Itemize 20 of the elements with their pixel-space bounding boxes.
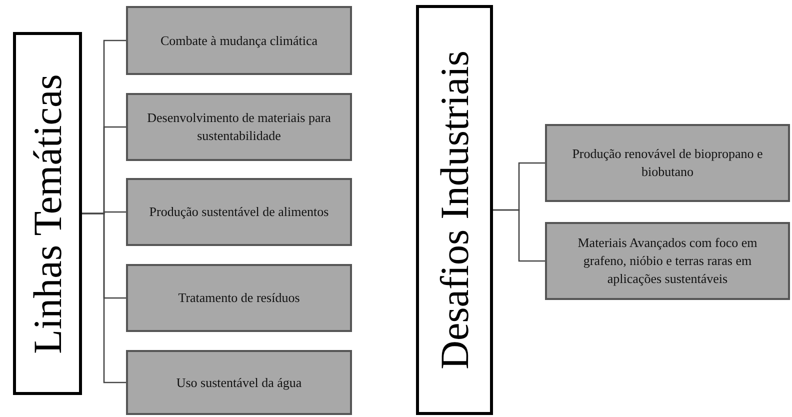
topic-text: Produção renovável de biopropano e biobutano bbox=[571, 145, 764, 181]
header-text: Desafios Industriais bbox=[434, 50, 474, 370]
topic-box bbox=[545, 222, 790, 300]
topic-text: Uso sustentável da água bbox=[176, 374, 302, 392]
topic-text: Materiais Avançados com foco em grafeno, nióbio e terras raras em aplicações sustentáveis bbox=[576, 234, 758, 288]
topic-text: Desenvolvimento de materiais para sustentabilidade bbox=[146, 109, 332, 145]
topic-text: Combate à mudança climática bbox=[160, 32, 318, 50]
header-box bbox=[13, 32, 82, 395]
header-box bbox=[416, 5, 493, 415]
topic-box bbox=[126, 6, 352, 75]
header-text: Linhas Temáticas bbox=[28, 74, 68, 354]
topic-box bbox=[545, 124, 790, 202]
connector-line bbox=[493, 209, 545, 262]
topic-box bbox=[126, 264, 352, 332]
topic-text: Produção sustentável de alimentos bbox=[149, 203, 329, 221]
connector-line bbox=[82, 212, 126, 384]
topic-box bbox=[126, 178, 352, 246]
topic-text: Tratamento de resíduos bbox=[178, 289, 300, 307]
topic-box bbox=[126, 93, 352, 161]
topic-box bbox=[126, 350, 352, 415]
